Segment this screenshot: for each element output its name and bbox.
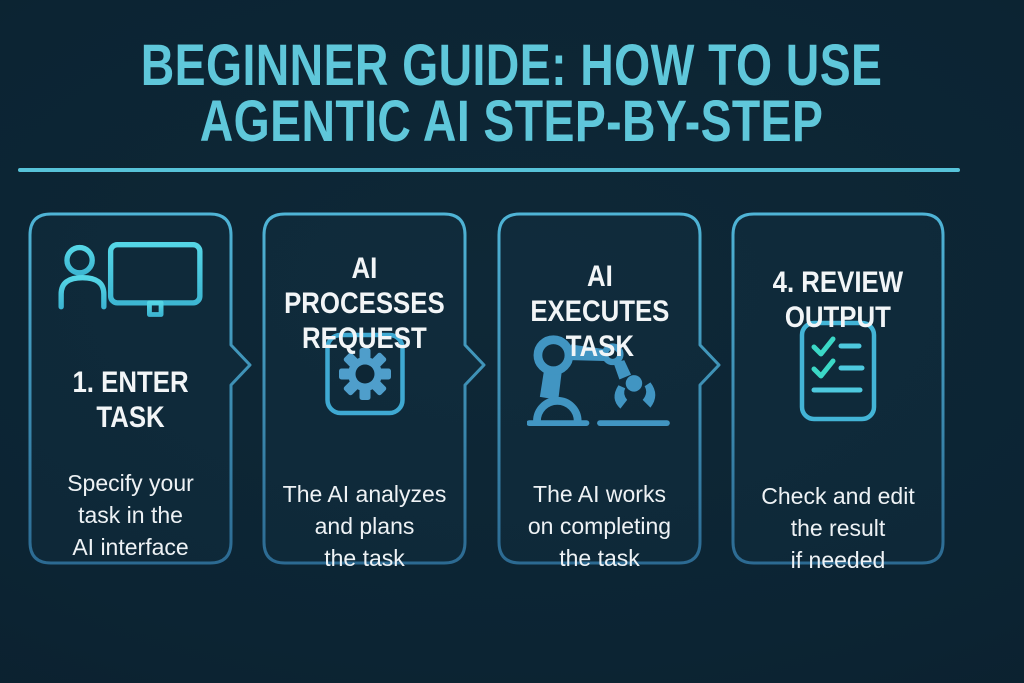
step-description: Specify your task in the AI interface (67, 470, 194, 560)
title-divider-line (18, 168, 960, 172)
robot-arm-icon (526, 335, 670, 427)
steps-row: 1. ENTER TASK Specify your task in the A… (28, 212, 946, 573)
step-title: 1. ENTER TASK (72, 365, 189, 434)
step-title: AI PROCESSES REQUEST (284, 251, 445, 355)
step-card-enter-task: 1. ENTER TASK Specify your task in the A… (28, 212, 252, 565)
step-description: The AI works on completing the task (527, 481, 672, 571)
step-title: 4. REVIEW OUTPUT (772, 265, 904, 334)
checklist-icon (799, 320, 877, 422)
step-title: AI EXECUTES TASK (529, 259, 670, 363)
step-description: Check and edit the result if needed (761, 483, 915, 573)
step-card-ai-processes: AI PROCESSES REQUEST The AI analyzes and… (262, 212, 486, 571)
step-description: The AI analyzes and plans the task (282, 481, 447, 571)
step-card-ai-executes: AI EXECUTES TASK The AI works on complet… (497, 212, 721, 571)
user-monitor-icon (57, 242, 203, 324)
step-card-review-output: 4. REVIEW OUTPUT Check and edit the resu… (731, 212, 945, 573)
card-border-with-arrow (497, 212, 721, 565)
gear-icon (324, 332, 405, 416)
page-title: BEGINNER GUIDE: HOW TO USE AGENTIC AI ST… (141, 33, 883, 154)
